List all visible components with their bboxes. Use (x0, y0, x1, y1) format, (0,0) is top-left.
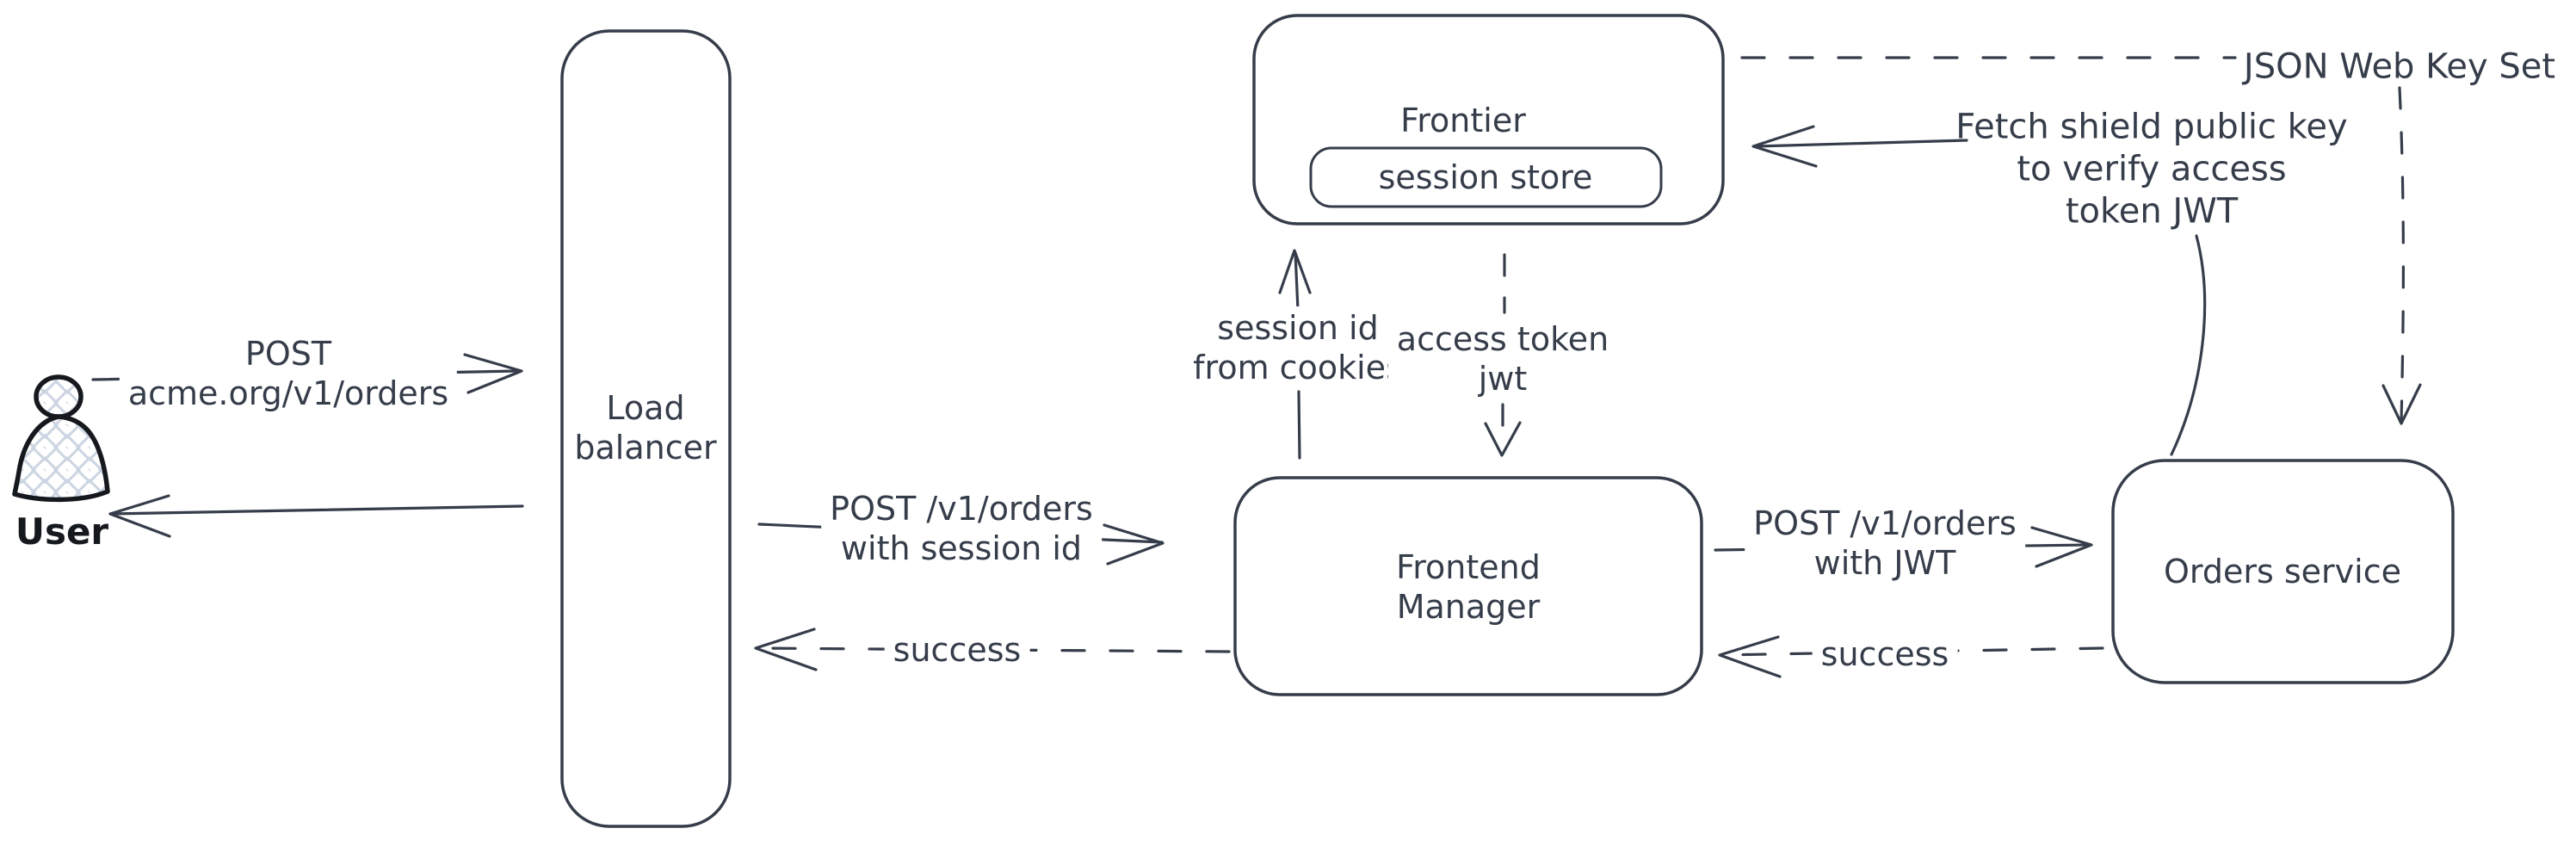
load-balancer-label-line2: balancer (574, 429, 717, 467)
arrowhead-fm-to-lb-success (754, 628, 818, 671)
edge-label-post-jwt: POST /v1/orders with JWT (1745, 502, 2025, 584)
arrowhead-fm-to-frontier (1278, 249, 1312, 294)
line-fetch-to-orders (2170, 234, 2207, 456)
edge-label-access-token-jwt-line1: access token (1396, 320, 1609, 358)
orders-service-label: Orders service (2164, 553, 2401, 590)
jwks-label: JSON Web Key Set (2243, 46, 2556, 87)
load-balancer-label: Load balancer (574, 388, 716, 467)
edge-label-post-jwt-line1: POST /v1/orders (1753, 504, 2017, 542)
fetch-key-annotation-line1: Fetch shield public key (1955, 107, 2348, 147)
edge-label-post-orders: POST acme.org/v1/orders (119, 332, 458, 415)
user-icon-head (34, 374, 83, 419)
edge-label-session-id-cookies: session id from cookies (1184, 306, 1412, 389)
arrow-lb-to-user (108, 504, 524, 516)
arrowhead-fetch-to-frontier (1751, 125, 1818, 168)
orders-service-node (2111, 459, 2455, 684)
arrow-fetch-to-frontier (1754, 139, 1968, 148)
arrowhead-lb-to-user (108, 494, 171, 538)
edge-label-post-orders-line1: POST (244, 335, 332, 373)
edge-label-session-id-cookies-line2: from cookies (1193, 349, 1403, 386)
edge-label-success-lb: success (884, 628, 1030, 671)
session-store-label: session store (1378, 158, 1593, 196)
fetch-key-annotation: Fetch shield public key to verify access… (1955, 107, 2347, 233)
edge-label-post-session-id-line2: with session id (840, 529, 1083, 567)
fetch-key-annotation-line3: token JWT (2065, 191, 2239, 232)
arrowhead-orders-to-fm-success (1718, 635, 1782, 678)
frontend-manager-node (1233, 476, 1703, 696)
user-icon-body (12, 414, 110, 503)
edge-label-access-token-jwt: access token jwt (1387, 318, 1618, 400)
arrow-fm-to-frontier-lower (1297, 390, 1301, 460)
arrow-orders-to-fm-success (1720, 646, 2104, 657)
edge-label-success-fm: success (1812, 633, 1958, 676)
load-balancer-node (560, 29, 732, 828)
edge-label-post-session-id-line1: POST /v1/orders (830, 490, 1093, 528)
fetch-key-annotation-line2: to verify access (2017, 149, 2287, 189)
edge-label-access-token-jwt-line2: jwt (1478, 360, 1528, 398)
frontier-node (1252, 14, 1725, 226)
load-balancer-label-line1: Load (606, 389, 685, 427)
arrowhead-frontier-to-fm (1484, 421, 1522, 457)
arrowhead-lb-to-fm (1103, 523, 1164, 566)
edge-label-post-jwt-line2: with JWT (1813, 544, 1956, 582)
edge-label-post-orders-line2: acme.org/v1/orders (127, 374, 449, 412)
arrowhead-jwks-to-orders (2381, 383, 2422, 425)
arrowhead-fm-to-orders (2030, 526, 2093, 568)
frontend-manager-label-line1: Frontend (1396, 548, 1541, 586)
edge-label-post-session-id: POST /v1/orders with session id (821, 487, 1102, 570)
frontier-label: Frontier (1400, 102, 1526, 139)
arrow-fm-to-frontier-upper (1294, 251, 1300, 312)
session-store-node (1309, 146, 1663, 208)
arrow-fm-to-lb-success (754, 646, 1231, 653)
edge-label-session-id-cookies-line1: session id (1217, 309, 1379, 347)
user-label: User (15, 510, 109, 553)
arrowhead-user-to-lb (463, 353, 523, 394)
user-icon (12, 374, 110, 503)
frontend-manager-label-line2: Manager (1396, 588, 1541, 626)
frontend-manager-label: Frontend Manager (1396, 547, 1541, 627)
arrow-jwks-to-orders (2398, 86, 2405, 424)
